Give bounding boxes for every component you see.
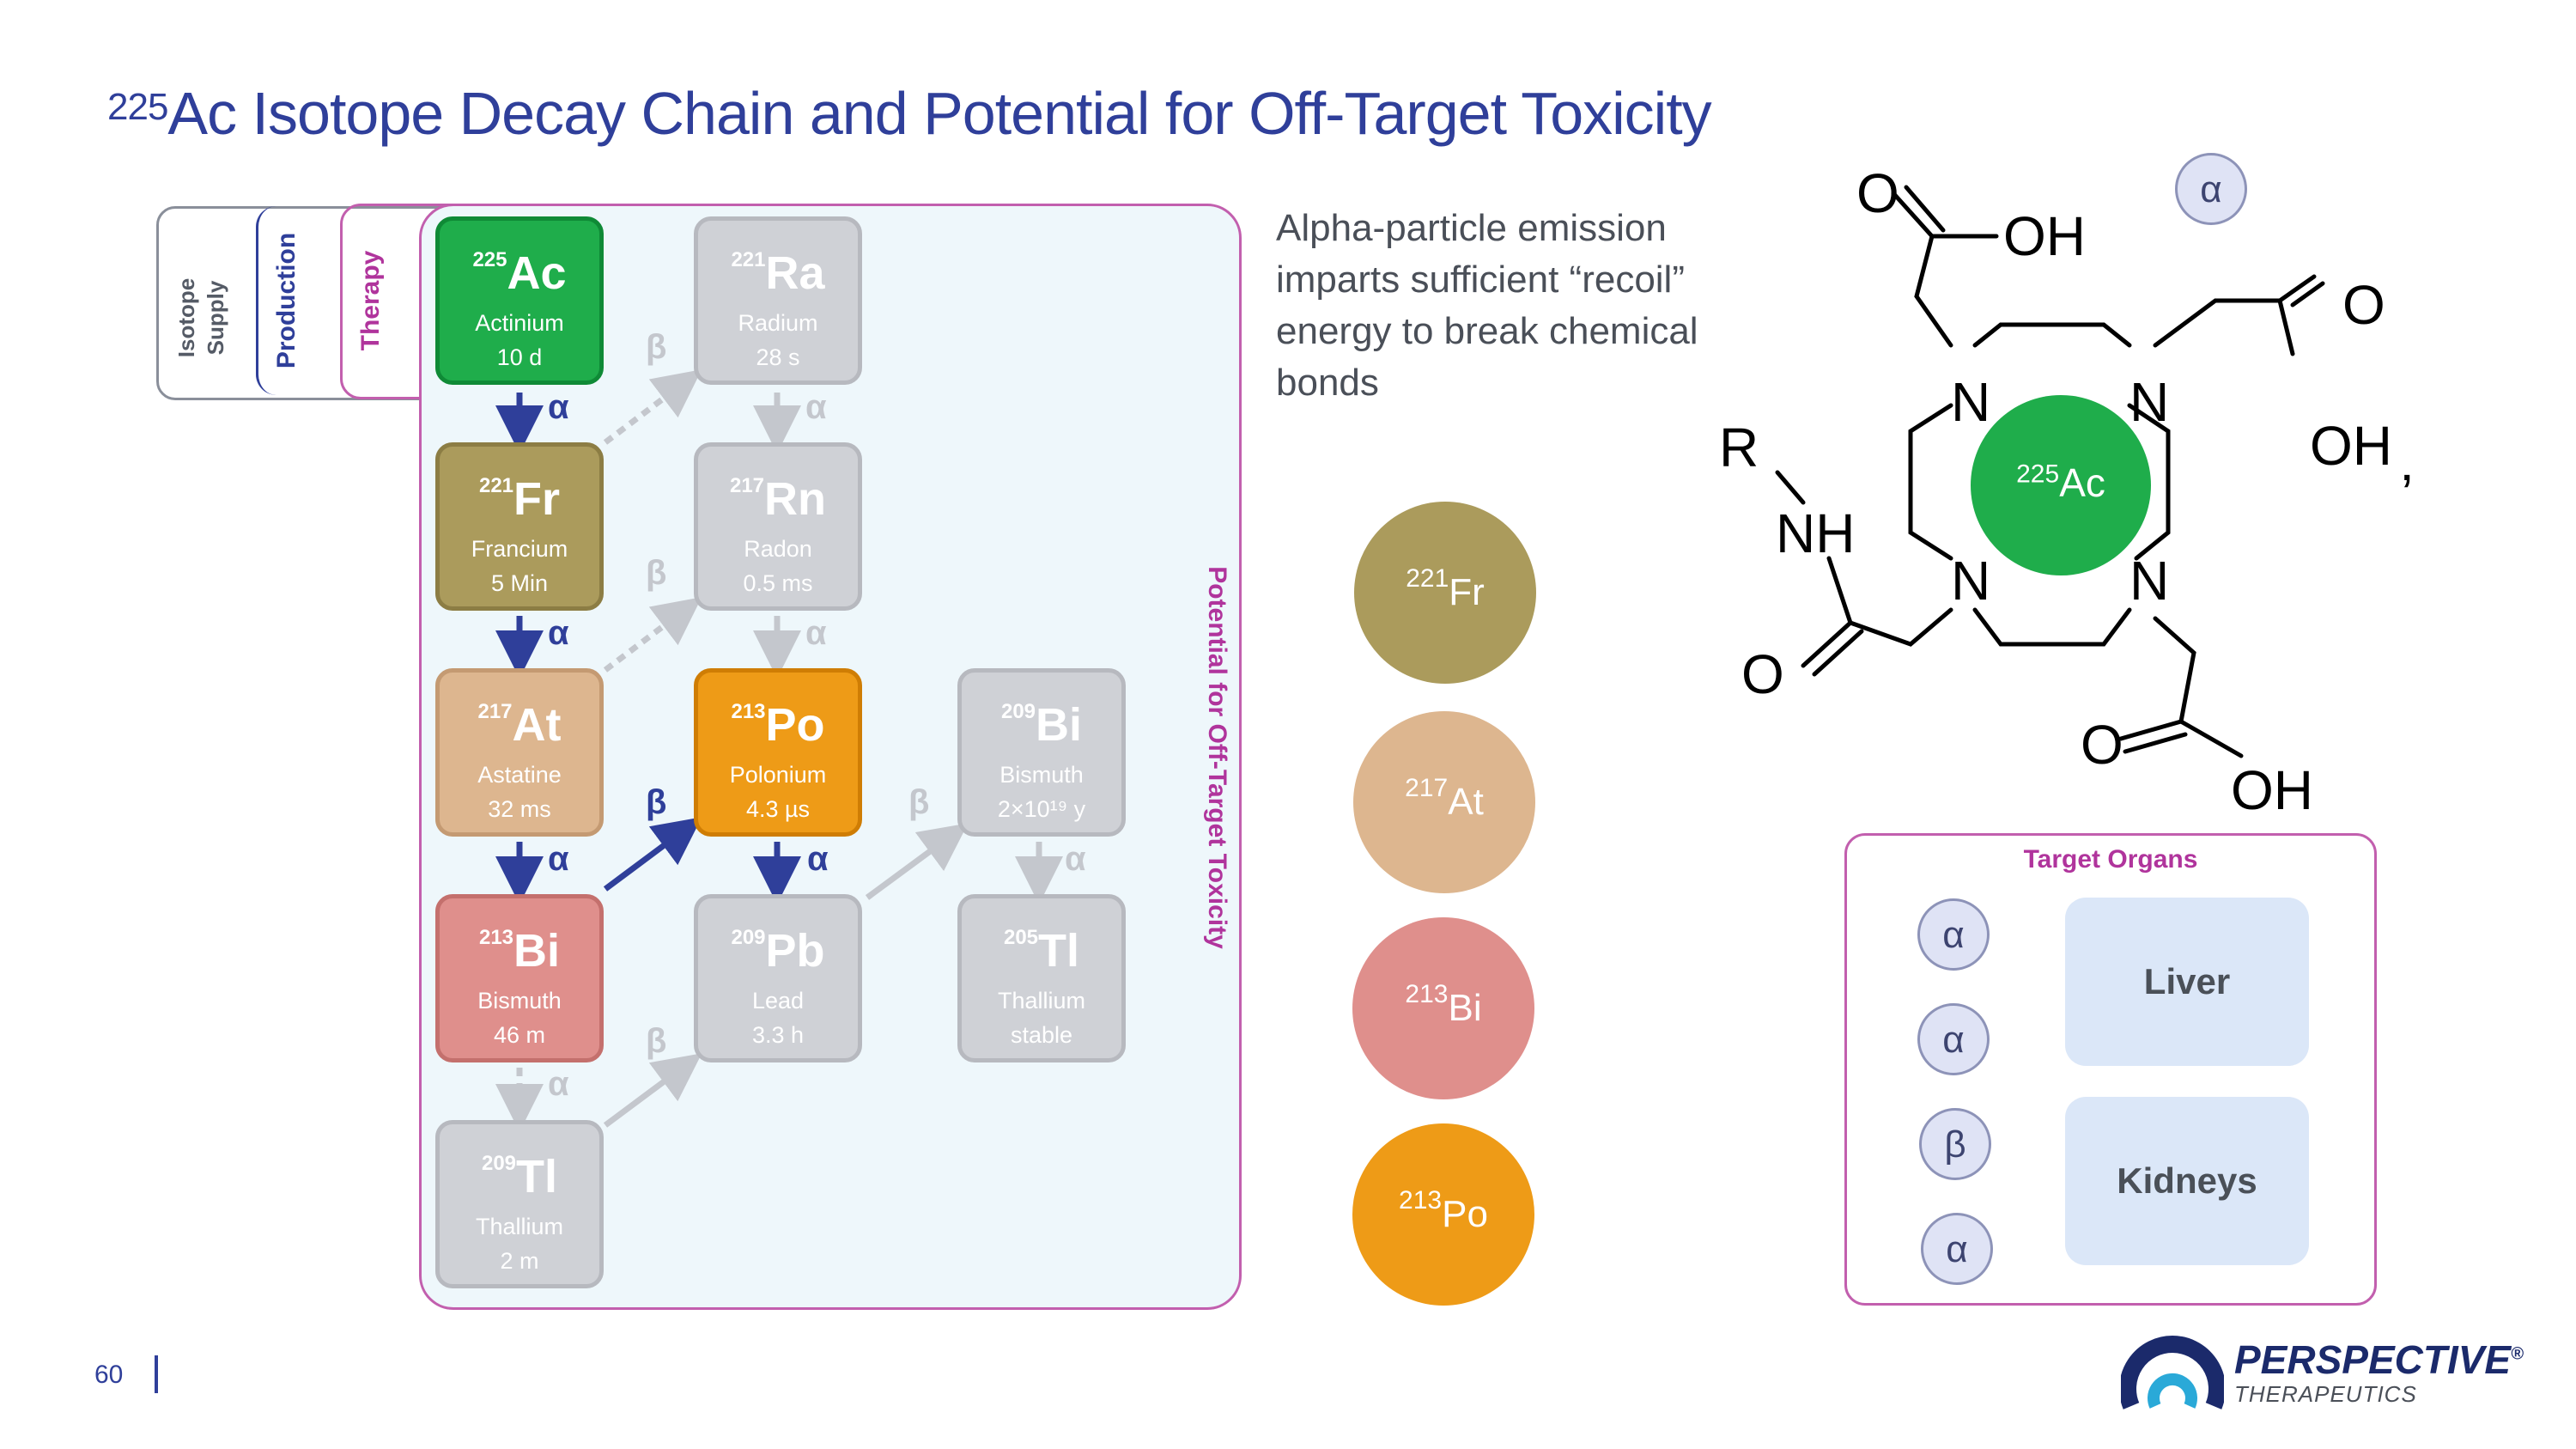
alpha-label: α xyxy=(548,1065,569,1103)
atom-label: OH xyxy=(2003,205,2086,267)
recoil-description: Alpha-particle emission imparts sufficie… xyxy=(1276,207,1698,404)
atom-label: O xyxy=(1856,162,1899,224)
daughter-circle-at217: 217At xyxy=(1353,711,1535,893)
atom-label: OH xyxy=(2231,759,2313,821)
beta-arrow-bi-po xyxy=(603,817,702,892)
target-organs-panel xyxy=(1844,833,2377,1306)
target-organs-title: Target Organs xyxy=(2023,845,2198,874)
atom-label: OH xyxy=(2310,415,2392,477)
beta-label: β xyxy=(646,328,667,366)
alpha-label: α xyxy=(807,840,829,878)
alpha-particle-icon: α xyxy=(1917,898,1990,971)
beta-label: β xyxy=(646,783,667,821)
trailing-mark: ‚ xyxy=(2401,430,2414,492)
production-tab-frame xyxy=(256,206,533,395)
organ-kidneys[interactable]: Kidneys xyxy=(2065,1097,2309,1265)
page-number: 60 xyxy=(94,1361,124,1389)
atom-label: NH xyxy=(1776,502,1856,564)
beta-arrow-tl-pb xyxy=(603,1053,702,1128)
beta-particle-icon: β xyxy=(1919,1108,1991,1180)
alpha-label: α xyxy=(548,840,569,878)
beta-label: β xyxy=(646,1022,667,1060)
alpha-label: α xyxy=(805,614,827,652)
beta-arrow-pb-bi xyxy=(865,823,969,900)
organ-liver[interactable]: Liver xyxy=(2065,898,2309,1066)
beta-arrow-fr-rn xyxy=(603,597,702,673)
brand-name: PERSPECTIVE® xyxy=(2234,1337,2524,1382)
beta-label: β xyxy=(908,783,930,821)
alpha-label: α xyxy=(805,388,827,426)
atom-label: N xyxy=(1951,550,1991,612)
atom-label: N xyxy=(2129,550,2170,612)
alpha-label: α xyxy=(1065,840,1086,878)
alpha-label: α xyxy=(548,388,569,426)
alpha-particle-icon: α xyxy=(1921,1213,1993,1285)
daughter-circle-po213: 213Po xyxy=(1352,1123,1534,1306)
alpha-label: α xyxy=(548,614,569,652)
atom-label: O xyxy=(1741,643,1784,705)
atom-label: O xyxy=(2342,274,2385,336)
brand-subtitle: THERAPEUTICS xyxy=(2234,1381,2417,1407)
perspective-logo-icon xyxy=(2121,1336,2224,1409)
atom-label: O xyxy=(2081,714,2123,776)
beta-label: β xyxy=(646,554,667,592)
beta-arrow-ac-ra xyxy=(603,369,702,445)
atom-label: N xyxy=(1951,371,1991,433)
daughter-circle-bi213: 213Bi xyxy=(1352,917,1534,1099)
daughter-circle-fr221: 221Fr xyxy=(1354,502,1536,684)
dota-chelator-structure xyxy=(1775,185,2325,758)
atom-label: N xyxy=(2129,371,2170,433)
alpha-particle-icon: α xyxy=(1917,1003,1990,1075)
page-title: 225Ac Isotope Decay Chain and Potential … xyxy=(107,80,1712,147)
alpha-particle-icon: α xyxy=(2175,153,2247,225)
page-number-divider xyxy=(155,1355,158,1393)
atom-label: R xyxy=(1719,417,1759,478)
dota-center-ion: 225Ac xyxy=(2016,460,2105,505)
